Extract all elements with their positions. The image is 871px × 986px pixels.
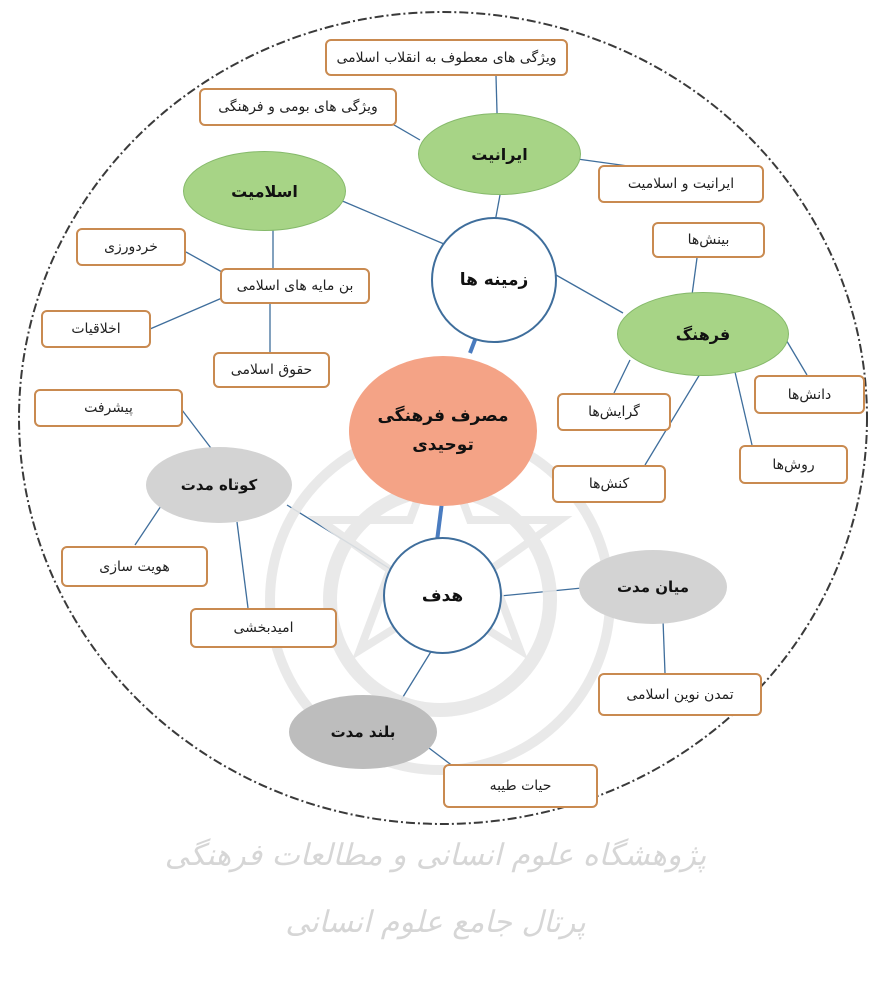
center-title-line2: توحیدی [412, 435, 474, 455]
category-boland-label: بلند مدت [330, 723, 396, 741]
box-label: پیشرفت [84, 400, 133, 416]
line-kootah-omidbakhshi [236, 521, 249, 609]
category-miyan-label: میان مدت [616, 578, 690, 596]
box-hayat: حیات طیبه [443, 764, 598, 808]
box-pishraft: پیشرفت [34, 389, 183, 427]
box-iraniyat-islamiyat: ایرانیت و اسلامیت [598, 165, 764, 203]
hub-hadaf-label: هدف [421, 585, 464, 606]
box-hoghogh: حقوق اسلامی [213, 352, 330, 388]
category-iraniyat: ایرانیت [418, 113, 581, 195]
box-label: بن مایه های اسلامی [236, 278, 354, 294]
line-hadaf-miyan [499, 587, 583, 597]
box-hoviyat: هویت سازی [61, 546, 208, 587]
box-kheradvarzi: خردورزی [76, 228, 186, 266]
line-farhang-konesh [644, 373, 701, 466]
outer-boundary-circle [18, 11, 868, 825]
center-title-line1: مصرف فرهنگی [377, 406, 509, 427]
category-islamiyat-label: اسلامیت [231, 181, 298, 201]
box-tamadon: تمدن نوین اسلامی [598, 673, 762, 716]
hub-zamine-label: زمینه ها [459, 270, 529, 290]
category-kootah: کوتاه مدت [146, 447, 292, 523]
line-farhang-ravesh [734, 371, 753, 446]
box-label: حیات طیبه [489, 778, 552, 794]
box-label: خردورزی [104, 239, 158, 255]
box-vizhegi-enghelab: ویژگی های معطوف به انقلاب اسلامی [325, 39, 568, 76]
line-hadaf-boland [397, 649, 433, 706]
box-label: اخلاقیات [71, 321, 121, 337]
box-label: کنش‌ها [588, 476, 630, 492]
category-miyan: میان مدت [579, 550, 727, 624]
category-iraniyat-label: ایرانیت [471, 144, 528, 164]
box-binesh: بینش‌ها [652, 222, 765, 258]
box-vizhegi-boomi: ویژگی های بومی و فرهنگی [199, 88, 397, 126]
category-farhang-label: فرهنگ [675, 324, 731, 344]
box-omidbakhshi: امیدبخشی [190, 608, 337, 648]
box-label: تمدن نوین اسلامی [626, 686, 734, 703]
line-center-hadaf [435, 501, 444, 542]
line-bonmaye-akhlaghiyat [149, 297, 223, 330]
hub-zamine: زمینه ها [431, 217, 557, 343]
box-label: گرایش‌ها [588, 404, 640, 420]
box-bonmaye: بن مایه های اسلامی [220, 268, 370, 304]
box-label: روش‌ها [772, 456, 815, 473]
box-gerayesh: گرایش‌ها [557, 393, 671, 431]
category-kootah-label: کوتاه مدت [180, 476, 258, 494]
box-label: دانش‌ها [787, 386, 832, 403]
box-label: هویت سازی [99, 558, 170, 575]
category-islamiyat: اسلامیت [183, 151, 346, 231]
line-farhang-danesh [784, 337, 808, 376]
box-konesh: کنش‌ها [552, 465, 666, 503]
watermark-line2: پرتال جامع علوم انسانی [285, 905, 586, 940]
box-ravesh: روش‌ها [739, 445, 848, 484]
watermark-line1: پژوهشگاه علوم انسانی و مطالعات فرهنگی [164, 838, 707, 873]
category-boland: بلند مدت [289, 695, 437, 769]
category-farhang: فرهنگ [617, 292, 789, 376]
line-farhang-binesh [691, 257, 698, 296]
line-bonmaye-kheradvarzi [185, 251, 223, 273]
line-zamine-farhang [555, 274, 624, 314]
hub-hadaf: هدف [383, 537, 502, 654]
box-label: ویژگی های بومی و فرهنگی [218, 99, 378, 115]
line-farhang-gerayesh [613, 359, 631, 394]
box-label: بینش‌ها [687, 232, 730, 248]
box-label: ایرانیت و اسلامیت [627, 176, 735, 192]
line-miyan-tamadon [662, 619, 666, 674]
line-islamiyat-zamine [339, 199, 445, 245]
box-label: حقوق اسلامی [230, 362, 313, 378]
box-label: ویژگی های معطوف به انقلاب اسلامی [336, 49, 557, 66]
box-akhlaghiyat: اخلاقیات [41, 310, 151, 348]
box-danesh: دانش‌ها [754, 375, 865, 414]
center-node: مصرف فرهنگی توحیدی [349, 356, 537, 506]
box-label: امیدبخشی [233, 620, 294, 636]
